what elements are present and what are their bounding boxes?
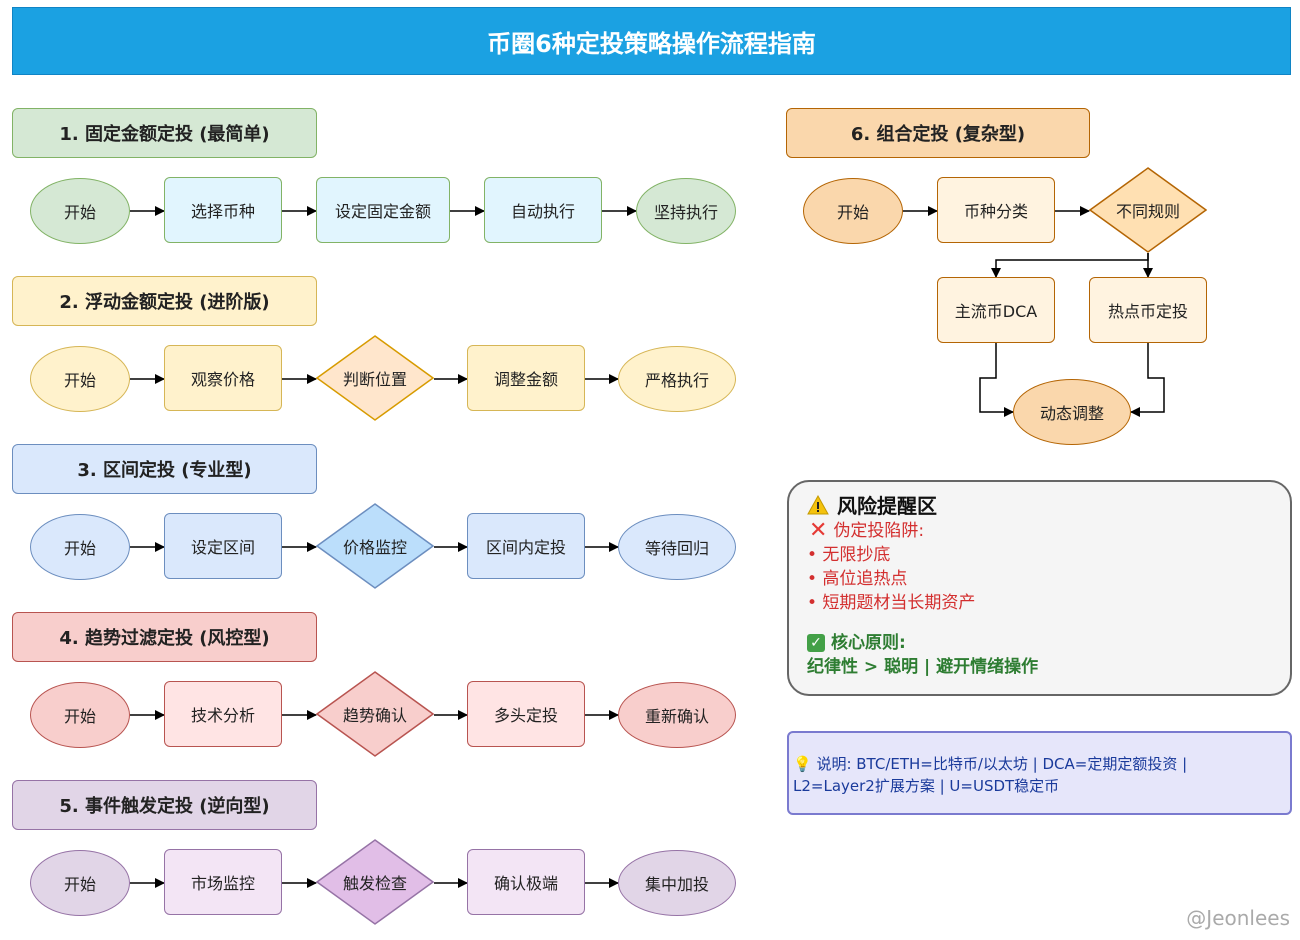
- s1-end-node: 坚持执行: [636, 178, 736, 244]
- principle-title: 核心原则:: [831, 633, 906, 653]
- risk-title-text: 风险提醒区: [837, 494, 937, 518]
- risk-title: 风险提醒区: [807, 490, 1272, 519]
- s2-step-node: 观察价格: [164, 345, 282, 411]
- s6-end-node: 动态调整: [1013, 379, 1131, 445]
- warning-icon: [807, 494, 829, 514]
- s2-diamond-shape: [316, 335, 434, 421]
- s5-end-node: 集中加投: [618, 850, 736, 916]
- s4-decision-label: 趋势确认: [342, 706, 407, 725]
- risk-warning-panel: 风险提醒区 ✕ 伪定投陷阱: • 无限抄底 • 高位追热点 • 短期题材当长期资…: [787, 480, 1292, 696]
- trap-item: • 高位追热点: [807, 569, 908, 589]
- s4-step-node: 技术分析: [164, 681, 282, 747]
- flow-arrow-s6: [991, 253, 1149, 278]
- s1-start-node: 开始: [30, 178, 130, 244]
- s1-step-node: 自动执行: [484, 177, 602, 243]
- principle-text: 纪律性 > 聪明 | 避开情绪操作: [807, 657, 1039, 677]
- s5-diamond-shape: [316, 839, 434, 925]
- s6-decision-label: 不同规则: [1115, 202, 1180, 221]
- s5-step-node: 市场监控: [164, 849, 282, 915]
- s4-decision-node: 趋势确认: [316, 671, 434, 757]
- trap-item: • 无限抄底: [807, 545, 891, 565]
- section-1-header: 1. 固定金额定投 (最简单): [12, 108, 317, 158]
- s2-decision-label: 判断位置: [342, 370, 407, 389]
- watermark: @Jeonlees: [1186, 906, 1290, 930]
- s3-start-node: 开始: [30, 514, 130, 580]
- s2-decision-node: 判断位置: [316, 335, 434, 421]
- s1-step-node: 选择币种: [164, 177, 282, 243]
- s4-diamond-shape: [316, 671, 434, 757]
- s1-step-node: 设定固定金额: [316, 177, 450, 243]
- s6-branch-node: 热点币定投: [1089, 277, 1207, 343]
- explanation-note: 💡 说明: BTC/ETH=比特币/以太坊 | DCA=定期定额投资 | L2=…: [787, 731, 1292, 815]
- spacer: [807, 615, 1272, 631]
- s5-step-node: 确认极端: [467, 849, 585, 915]
- s2-start-node: 开始: [30, 346, 130, 412]
- note-line-1: 💡 说明: BTC/ETH=比特币/以太坊 | DCA=定期定额投资 |: [793, 755, 1188, 773]
- flow-arrow-s6: [1130, 343, 1165, 417]
- s5-start-node: 开始: [30, 850, 130, 916]
- section-6-header: 6. 组合定投 (复杂型): [786, 108, 1090, 158]
- s2-step-node: 调整金额: [467, 345, 585, 411]
- s4-end-node: 重新确认: [618, 682, 736, 748]
- s3-end-node: 等待回归: [618, 514, 736, 580]
- trap-heading: ✕ 伪定投陷阱:: [809, 519, 1272, 543]
- s6-decision-node: 不同规则: [1089, 167, 1207, 253]
- s3-step-node: 区间内定投: [467, 513, 585, 579]
- section-3-header: 3. 区间定投 (专业型): [12, 444, 317, 494]
- section-4-header: 4. 趋势过滤定投 (风控型): [12, 612, 317, 662]
- cross-icon: ✕: [809, 518, 828, 543]
- s6-start-node: 开始: [803, 178, 903, 244]
- flow-arrow-s6: [979, 343, 1014, 417]
- s6-step-node: 币种分类: [937, 177, 1055, 243]
- s5-decision-node: 触发检查: [316, 839, 434, 925]
- s3-decision-label: 价格监控: [342, 538, 407, 557]
- s3-step-node: 设定区间: [164, 513, 282, 579]
- s4-start-node: 开始: [30, 682, 130, 748]
- note-line-2: L2=Layer2扩展方案 | U=USDT稳定币: [793, 777, 1060, 795]
- s5-decision-label: 触发检查: [342, 874, 407, 893]
- page-title: 币圈6种定投策略操作流程指南: [12, 7, 1291, 75]
- principle-heading: ✓ 核心原则:: [807, 631, 1272, 655]
- s3-diamond-shape: [316, 503, 434, 589]
- trap-title: 伪定投陷阱:: [833, 521, 925, 541]
- trap-item: • 短期题材当长期资产: [807, 593, 976, 613]
- s4-step-node: 多头定投: [467, 681, 585, 747]
- check-icon: ✓: [807, 634, 825, 652]
- s6-branch-node: 主流币DCA: [937, 277, 1055, 343]
- s3-decision-node: 价格监控: [316, 503, 434, 589]
- section-2-header: 2. 浮动金额定投 (进阶版): [12, 276, 317, 326]
- section-5-header: 5. 事件触发定投 (逆向型): [12, 780, 317, 830]
- s6-diamond-shape: [1089, 167, 1207, 253]
- s2-end-node: 严格执行: [618, 346, 736, 412]
